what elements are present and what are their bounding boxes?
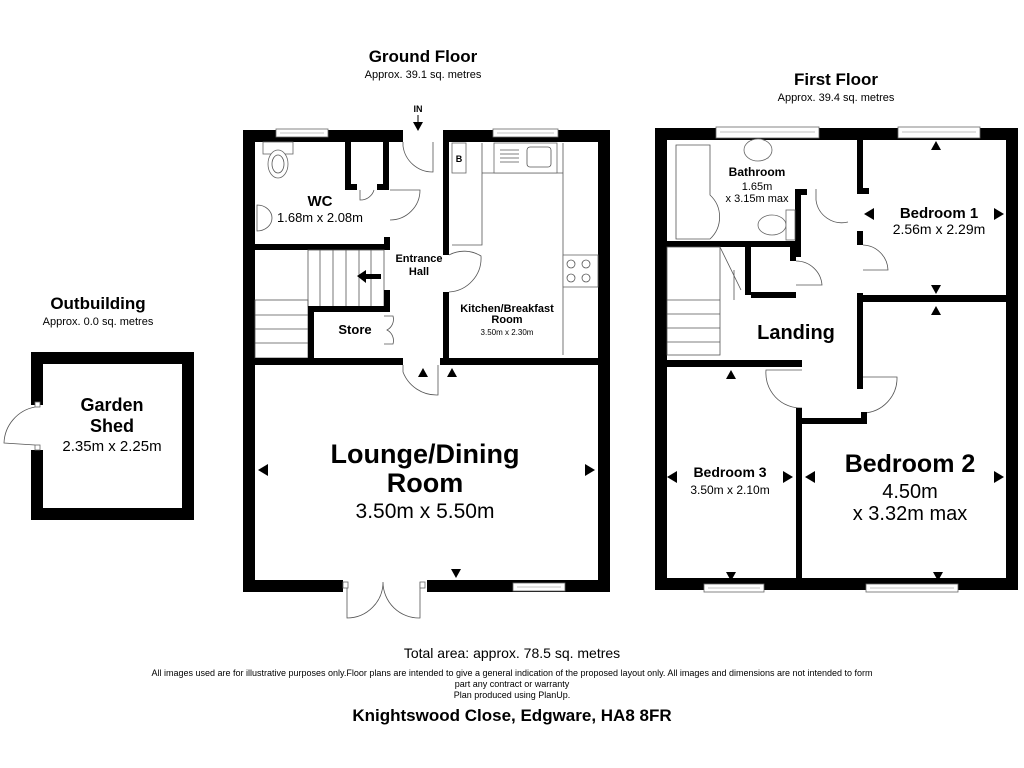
bedroom2-name: Bedroom 2: [845, 450, 976, 478]
outbuilding-title: Outbuilding: [50, 294, 145, 313]
stairs-direction-arrow-icon: [357, 270, 381, 283]
wc-name: WC: [308, 193, 333, 210]
outbuilding-plan: Outbuilding Approx. 0.0 sq. metres Garde…: [3, 294, 194, 520]
kitchen-dims: 3.50m x 2.30m: [481, 328, 534, 337]
landing-name: Landing: [757, 322, 835, 344]
total-area: Total area: approx. 78.5 sq. metres: [403, 645, 621, 661]
bathroom-dims-2: x 3.15m max: [726, 193, 789, 205]
garden-shed-name-1: Garden: [80, 395, 143, 415]
store-name: Store: [338, 322, 371, 337]
bedroom2-dims-1: 4.50m: [882, 481, 938, 503]
wc-dims: 1.68m x 2.08m: [277, 210, 363, 225]
first-floor-plan: First Floor Approx. 39.4 sq. metres Bath…: [655, 70, 1018, 593]
disclaimer: All images used are for illustrative pur…: [0, 668, 1024, 701]
entrance-hall-name-1: Entrance: [395, 253, 442, 265]
disclaimer-line-1: All images used are for illustrative pur…: [151, 668, 873, 678]
boiler-label: B: [456, 154, 463, 164]
lounge-name-2: Room: [387, 468, 464, 498]
ground-floor-plan: Ground Floor Approx. 39.1 sq. metres IN: [243, 47, 610, 619]
ground-floor-area: Approx. 39.1 sq. metres: [365, 69, 482, 81]
bedroom1-name: Bedroom 1: [900, 205, 978, 222]
outbuilding-area: Approx. 0.0 sq. metres: [43, 316, 154, 328]
garden-shed-dims: 2.35m x 2.25m: [62, 438, 161, 455]
lounge-name-1: Lounge/Dining: [331, 439, 520, 469]
property-address: Knightswood Close, Edgware, HA8 8FR: [352, 706, 672, 725]
entrance-hall-name-2: Hall: [409, 266, 429, 278]
bathroom-dims-1: 1.65m: [742, 181, 773, 193]
bedroom1-dims: 2.56m x 2.29m: [893, 221, 986, 237]
ground-floor-title: Ground Floor: [369, 47, 478, 66]
lounge-dims: 3.50m x 5.50m: [356, 500, 495, 523]
bedroom3-dims: 3.50m x 2.10m: [690, 483, 769, 497]
first-floor-title: First Floor: [794, 70, 878, 89]
bathroom-name: Bathroom: [729, 165, 786, 179]
entrance-arrow-icon: [413, 122, 423, 131]
kitchen-name-1: Kitchen/Breakfast: [460, 303, 554, 315]
entrance-label: IN: [414, 104, 423, 114]
garden-shed-name-2: Shed: [90, 416, 134, 436]
first-floor-area: Approx. 39.4 sq. metres: [778, 92, 895, 104]
kitchen-name-2: Room: [491, 314, 522, 326]
bedroom2-dims-2: x 3.32m max: [853, 503, 967, 525]
disclaimer-line-2: part any contract or warranty: [454, 679, 570, 689]
bedroom3-name: Bedroom 3: [693, 464, 766, 480]
disclaimer-line-3: Plan produced using PlanUp.: [453, 690, 571, 700]
